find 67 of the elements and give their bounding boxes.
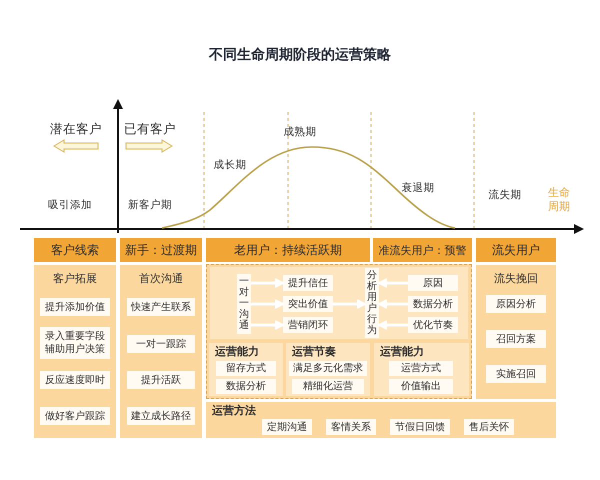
tactic-item: 客情关系 [326, 419, 376, 435]
tactic-item: 一对一跟踪 [127, 335, 195, 353]
stage-header: 新手：过渡期 [120, 238, 202, 262]
stage-panel [476, 265, 556, 399]
stage-header: 流失用户 [476, 238, 556, 262]
tactic-item: 原因 [408, 275, 458, 291]
tactic-item: 原因分析 [486, 295, 546, 313]
panel-heading: 首次沟通 [139, 272, 183, 285]
tactic-item: 优化节奏 [408, 317, 458, 333]
tactic-item: 突出价值 [283, 296, 333, 312]
stage-header: 准流失用户：预警 [373, 238, 472, 262]
panel-heading: 运营能力 [215, 345, 259, 358]
stage-label: 吸引添加 [48, 198, 92, 212]
sub-panel [209, 343, 283, 396]
arrow [378, 278, 408, 288]
tactic-item: 召回方案 [486, 330, 546, 348]
arrow [378, 320, 408, 330]
arrow [251, 299, 284, 309]
segment-label: 已有客户 [124, 121, 176, 138]
stage-label: 衰退期 [402, 181, 434, 195]
tactic-item: 满足多元化需求 [289, 361, 367, 376]
stage-panel [34, 265, 116, 438]
stage-label: 新客户期 [128, 198, 172, 212]
arrow [251, 278, 284, 288]
stage-panel [120, 265, 202, 438]
tactic-item: 提升活跃 [127, 371, 195, 389]
flow-panel [209, 266, 469, 340]
stage-header: 客户线索 [34, 238, 116, 262]
sub-panel [286, 343, 370, 396]
segment-label: 潜在客户 [50, 121, 102, 138]
tactic-item: 节假日回馈 [390, 419, 450, 435]
panel-heading: 运营能力 [380, 345, 424, 358]
stage-label: 流失期 [488, 188, 522, 202]
stage-label: 成长期 [214, 158, 246, 172]
arrow [333, 299, 366, 309]
axis-label: 生命周期 [548, 186, 570, 215]
tactic-item: 售后关怀 [464, 419, 514, 435]
tactic-item: 快速产生联系 [127, 298, 195, 316]
tactic-item: 录入重要字段辅助用户决策 [40, 327, 110, 359]
arrow [251, 320, 284, 330]
tactic-item: 数据分析 [216, 379, 276, 394]
tactic-item: 定期沟通 [262, 419, 312, 435]
tactic-item: 实施召回 [486, 365, 546, 383]
tactic-item: 反应速度即时 [40, 371, 110, 389]
stage-label: 成熟期 [284, 125, 316, 139]
diagram-title: 不同生命周期阶段的运营策略 [209, 46, 391, 64]
arrow [378, 299, 408, 309]
tactic-item: 精细化运营 [292, 379, 364, 394]
sub-panel [374, 343, 469, 396]
method-panel [206, 402, 556, 438]
tactic-item: 留存方式 [216, 361, 276, 376]
tactic-item: 做好客户跟踪 [40, 407, 110, 425]
vertical-tag: 分析用户行为 [365, 268, 379, 338]
stage-header: 老用户：持续活跃期 [206, 238, 370, 262]
tactic-item: 提升添加价值 [40, 298, 110, 316]
panel-heading: 运营节奏 [292, 345, 336, 358]
vertical-tag: 一对一沟通 [237, 274, 251, 334]
tactic-item: 价值输出 [389, 379, 453, 394]
panel-heading: 运营方法 [212, 404, 256, 417]
tactic-item: 提升信任 [283, 275, 333, 291]
tactic-item: 营销闭环 [283, 317, 333, 333]
panel-heading: 流失挽回 [494, 272, 538, 285]
tactic-item: 数据分析 [408, 296, 458, 312]
strategy-panel [206, 264, 472, 399]
tactic-item: 建立成长路径 [127, 407, 195, 425]
tactic-item: 运营方式 [389, 361, 453, 376]
panel-heading: 客户拓展 [53, 272, 97, 285]
